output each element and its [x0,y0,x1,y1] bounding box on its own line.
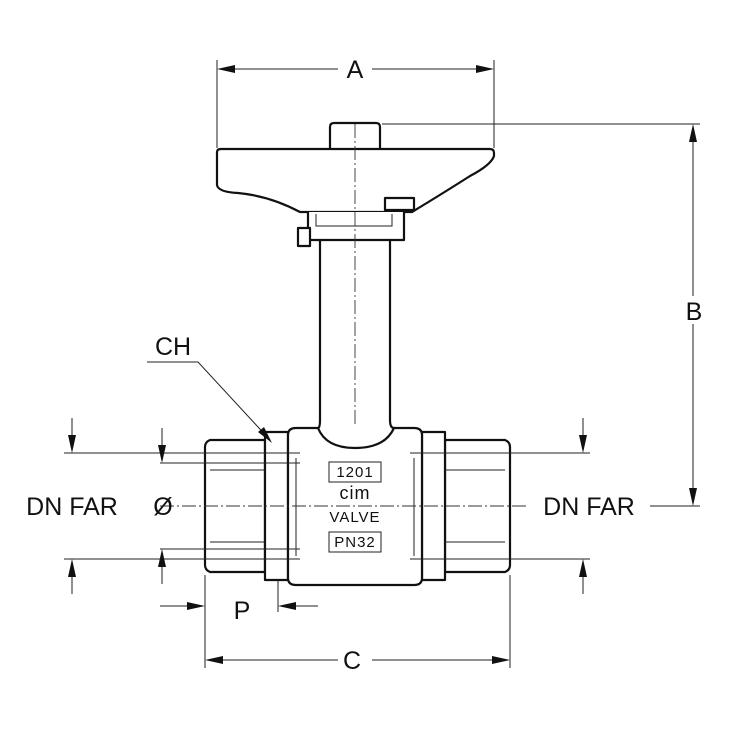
handle-lever [215,147,496,214]
stem-extension [318,238,392,422]
dimension-dn-right: DN FAR [410,418,650,594]
dimension-p-label: P [234,597,251,625]
dimension-a-label: A [347,56,364,84]
dimension-ch-label: CH [155,333,191,361]
body-markings: 1201 cim VALVE PN32 [328,461,382,553]
dimension-a: A [216,55,495,148]
handle-lock-tab [383,196,416,212]
center-lines [160,124,560,507]
dimension-dn-left: DN FAR [26,418,300,594]
marking-brand: cim [340,483,371,503]
dimension-c: C [204,575,511,675]
dimension-b-label: B [686,298,703,326]
dimension-b: B [382,123,708,507]
dimension-dn-right-label: DN FAR [543,493,635,521]
marking-pressure: PN32 [334,534,376,551]
t-handle [215,121,496,248]
dimension-ch: CH [147,333,272,443]
marking-code: 1201 [336,464,373,481]
dimension-diameter: Ø [153,428,300,584]
dimension-diameter-label: Ø [153,493,172,521]
marking-word: VALVE [329,509,380,526]
central-body [286,426,424,587]
dimension-c-label: C [343,647,361,675]
handle-clip [296,226,312,248]
dimension-p: P [160,580,318,625]
dimension-dn-left-label: DN FAR [26,493,118,521]
